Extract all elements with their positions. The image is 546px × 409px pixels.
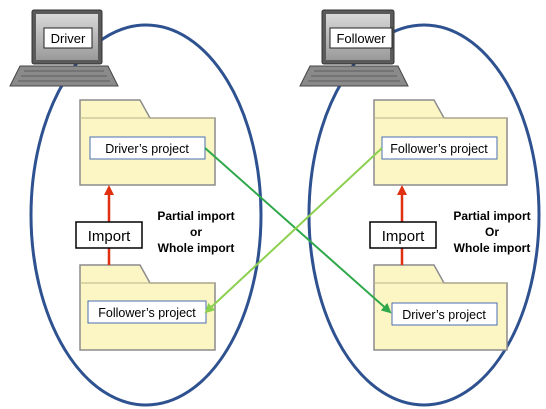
follower-bottom-folder-label: Driver’s project [402, 308, 486, 322]
follower-note-line-2: Or [485, 225, 499, 239]
driver-top-folder-label: Driver’s project [105, 142, 189, 156]
follower-import-label: Import [382, 228, 425, 245]
follower-to-driver-arrow [204, 147, 383, 314]
driver-to-follower-arrow [204, 147, 392, 314]
driver-bottom-folder-label: Follower’s project [98, 306, 196, 320]
driver-import-label: Import [88, 228, 131, 245]
follower-note-line-1: Partial import [453, 209, 530, 223]
driver-computer-label: Driver [51, 31, 86, 46]
driver-ellipse [29, 23, 263, 407]
follower-note-line-3: Whole import [454, 241, 531, 255]
driver-note-line-1: Partial import [157, 209, 234, 223]
driver-note-line-3: Whole import [158, 241, 235, 255]
follower-top-folder-label: Follower’s project [390, 142, 488, 156]
follower-computer-label: Follower [336, 31, 386, 46]
driver-laptop-icon [9, 9, 119, 87]
driver-note-line-2: or [190, 225, 202, 239]
